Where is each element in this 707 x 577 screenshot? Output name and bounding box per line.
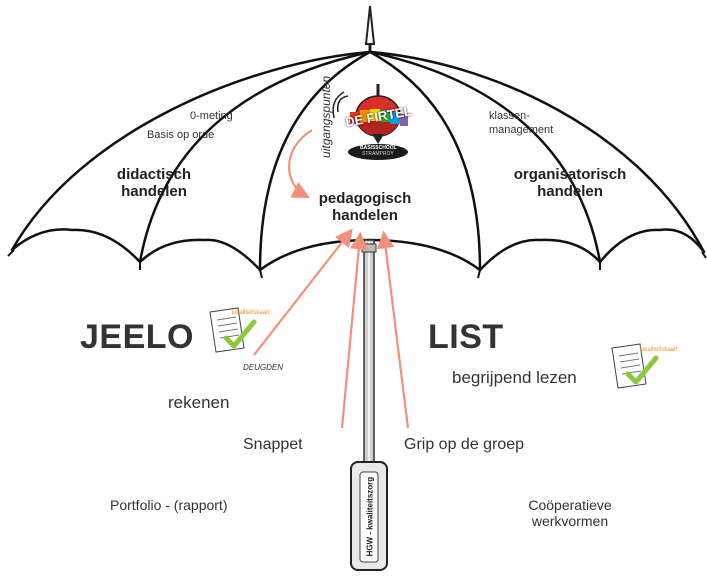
logo-subtitle-2: STRAMPROY <box>362 151 394 157</box>
arrow-grip-to-pedagogisch <box>376 230 410 429</box>
umbrella-canopy <box>10 50 706 272</box>
right-title-line2: handelen <box>537 183 603 201</box>
label-jeelo: JEELO <box>80 318 194 356</box>
coop-line2: werkvormen <box>531 513 609 530</box>
logo-subtitle: BASISSCHOOL <box>360 145 397 151</box>
stamp-left: kwaliteitskaart <box>232 310 270 316</box>
left-note-2: Basis op orde <box>147 129 215 141</box>
label-snappet: Snappet <box>243 436 303 453</box>
label-grip-op-de-groep: Grip op de groep <box>404 436 525 453</box>
left-panel-title: didactisch handelen <box>98 166 210 201</box>
center-title-line2: handelen <box>332 207 398 225</box>
label-begrijpend-lezen: begrijpend lezen <box>452 368 577 387</box>
checklist-icon-right <box>611 343 659 389</box>
right-note-1: klassen- <box>489 110 530 122</box>
left-title-line2: handelen <box>121 183 187 201</box>
arrow-snappet-to-pedagogisch <box>340 231 368 429</box>
label-list: LIST <box>428 318 504 356</box>
handle-label: HGW - kwaliteitszorg <box>365 476 375 557</box>
umbrella-tip <box>364 5 376 45</box>
center-panel-title: pedagogisch handelen <box>305 190 425 225</box>
left-note-1: 0-meting <box>190 110 233 122</box>
school-logo <box>332 84 408 160</box>
rib-left-inner <box>258 50 371 271</box>
center-title-line1: pedagogisch <box>318 190 412 207</box>
right-title-line1: organisatorisch <box>513 166 627 183</box>
rib-right-outer <box>369 50 602 263</box>
right-panel-title: organisatorisch handelen <box>500 166 640 201</box>
arrow-curve <box>288 129 313 199</box>
left-title-line1: didactisch <box>116 166 192 183</box>
coop-line1: Coöperatieve <box>528 497 612 513</box>
stamp-right: kwaliteitskaart <box>640 347 678 353</box>
rib-left-outer <box>138 50 371 263</box>
rib-right-inner <box>369 50 482 271</box>
checklist-icon-left <box>209 307 257 353</box>
vertical-label: uitgangspunten <box>319 75 334 158</box>
label-cooperatieve-werkvormen: Coöperatieve werkvormen <box>520 497 620 529</box>
arrow-jeelo-to-pedagogisch <box>253 228 353 356</box>
label-portfolio: Portfolio - (rapport) <box>110 497 228 513</box>
label-rekenen: rekenen <box>168 393 230 412</box>
right-note-2: management <box>489 124 554 136</box>
label-deugden: DEUGDEN <box>243 363 284 372</box>
